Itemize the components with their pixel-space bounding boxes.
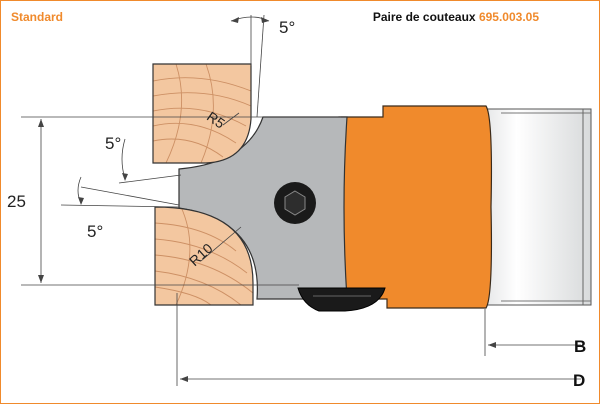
- orange-body: [338, 105, 493, 309]
- dimension-b-label: B: [574, 337, 586, 356]
- shaft: [484, 108, 592, 306]
- header-product-ref: 695.003.05: [478, 10, 539, 24]
- angle-top-label: 5°: [279, 18, 295, 37]
- wood-block-bottom: [154, 206, 254, 306]
- hex-screw-icon: [274, 182, 316, 224]
- cutter-insert: [297, 287, 386, 312]
- wood-block-top: [152, 63, 252, 164]
- header-product: Paire de couteaux 695.003.05: [373, 10, 539, 24]
- angle-left-lower-label: 5°: [87, 222, 103, 241]
- angle-left-upper-label: 5°: [105, 134, 121, 153]
- dimension-lines: [21, 14, 581, 386]
- height-label: 25: [7, 192, 26, 211]
- dimension-d-label: D: [573, 371, 585, 390]
- header-standard: Standard: [11, 10, 64, 24]
- header-product-label: Paire de couteaux: [372, 10, 476, 24]
